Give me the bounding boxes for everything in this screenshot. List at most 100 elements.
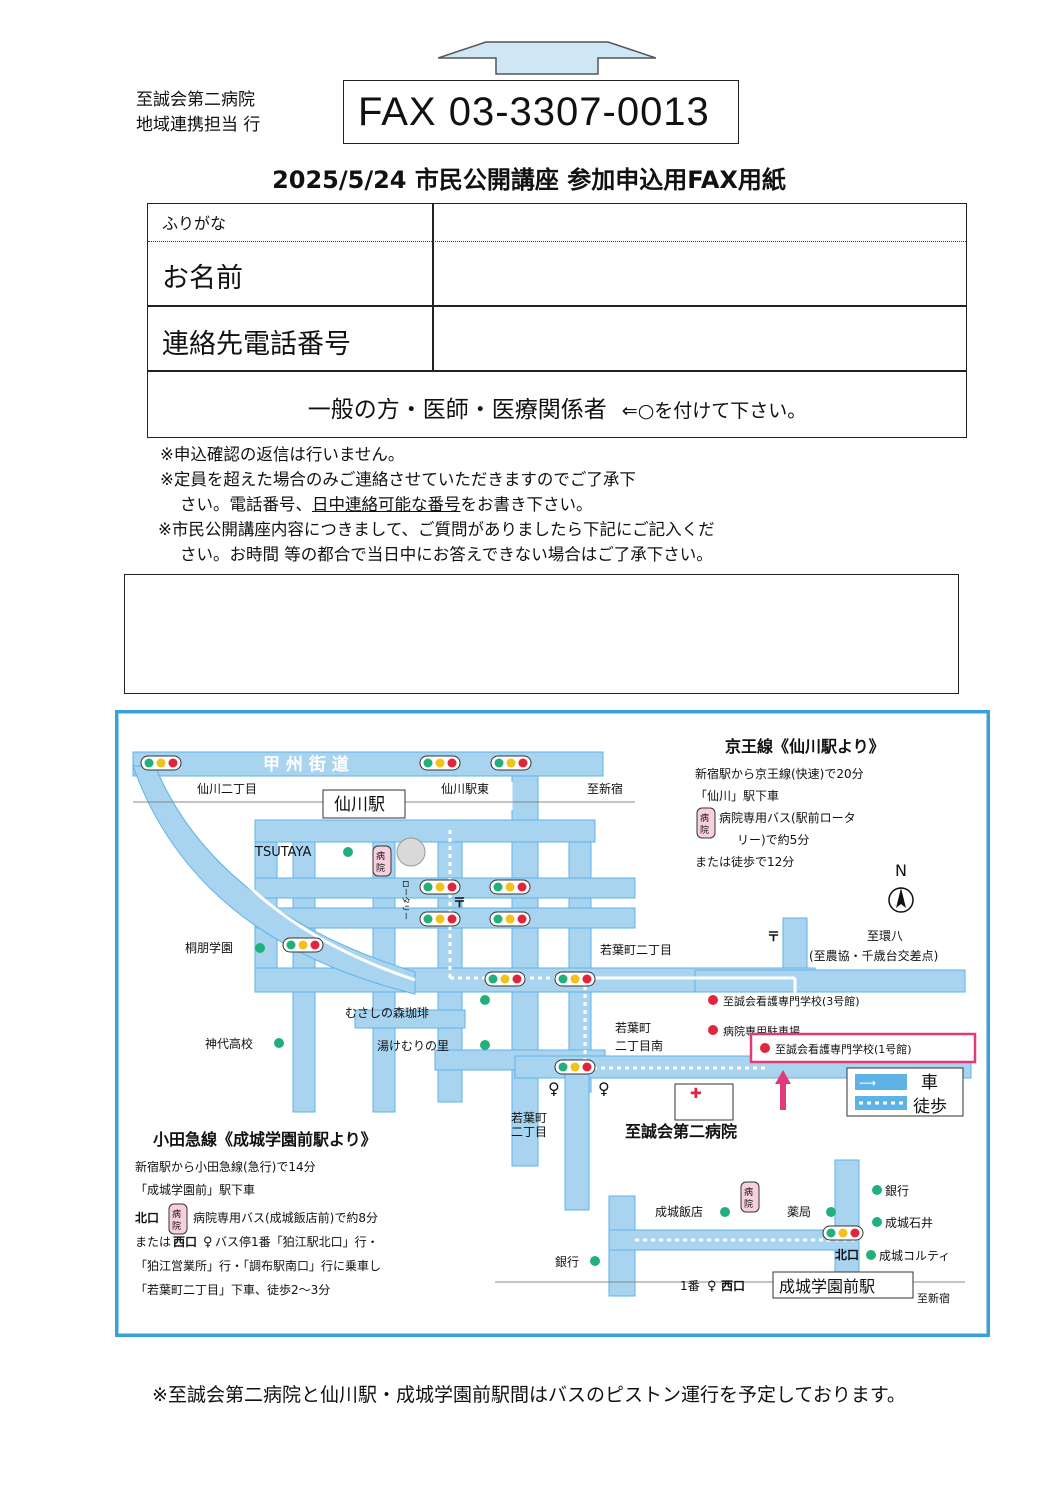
label-sengawa-station: 仙川駅 <box>334 795 385 815</box>
location-marker <box>866 1250 876 1260</box>
odakyu-title: 小田急線《成城学園前駅より》 <box>153 1130 377 1149</box>
odakyu-line: バス停1番「狛江駅北口」行・ <box>215 1234 379 1249</box>
label-to-kanpachi-sub: (至農協・千歳台交差点) <box>809 948 938 963</box>
access-map: 甲 州 街 道 仙川二丁目 仙川駅 仙川駅東 至新宿 TSUTAYA ロータリー… <box>115 710 990 1337</box>
label-seijo-hanten: 成城飯店 <box>655 1204 703 1219</box>
footer-note: ※至誠会第二病院と仙川駅・成城学園前駅間はバスのピストン運行を予定しております。 <box>152 1384 906 1406</box>
question-input-box[interactable] <box>124 574 959 694</box>
highlight-box <box>749 1032 977 1064</box>
label-hospital: 至誠会第二病院 <box>625 1122 737 1141</box>
keio-line: 「仙川」駅下車 <box>695 789 779 803</box>
odakyu-line: 「成城学園前」駅下車 <box>135 1182 255 1197</box>
location-marker <box>274 1038 284 1048</box>
furigana-field[interactable] <box>434 204 964 240</box>
phone-field[interactable] <box>434 307 964 369</box>
location-marker <box>826 1207 836 1217</box>
location-marker <box>708 995 718 1005</box>
label-kitaguchi: 北口 <box>835 1247 859 1262</box>
label-musashi-cafe: むさしの森珈琲 <box>345 1005 429 1020</box>
label-sengawa-2chome: 仙川二丁目 <box>197 782 257 796</box>
bus-stop-icon: ♀ <box>548 1079 560 1098</box>
location-marker <box>590 1256 600 1266</box>
rotary-icon <box>396 837 426 867</box>
label-pharmacy: 薬局 <box>787 1205 811 1219</box>
station-box <box>772 1271 914 1299</box>
north-label: N <box>895 861 907 880</box>
location-marker <box>760 1043 770 1053</box>
label-wakaba-south-2: 二丁目南 <box>615 1038 663 1053</box>
label-nurse-school-1: 至誠会看護専門学校(1号館) <box>775 1042 912 1056</box>
label-seijo-station: 成城学園前駅 <box>779 1277 875 1296</box>
note-underlined: 日中連絡可能な番号 <box>312 495 461 514</box>
bus-stop-icon: ♀ <box>707 1279 717 1294</box>
odakyu-line: 新宿駅から小田急線(急行)で14分 <box>135 1159 316 1174</box>
label-to-shinjuku: 至新宿 <box>587 781 623 796</box>
bus-icon-text: 病 <box>744 1186 753 1198</box>
label-jindai: 神代高校 <box>205 1036 253 1051</box>
legend-walk-swatch <box>855 1096 907 1110</box>
post-office-icon: 〒 <box>767 930 780 945</box>
red-cross-icon: ✚ <box>690 1086 702 1102</box>
location-marker <box>872 1217 882 1227</box>
post-office-icon: 〒 <box>453 896 466 911</box>
odakyu-kitaguchi: 北口 <box>135 1210 159 1225</box>
keio-line: 病院専用バス(駅前ロータ <box>719 810 856 825</box>
traffic-signals <box>140 755 864 1241</box>
odakyu-line: 「若葉町二丁目」下車、徒歩2〜3分 <box>135 1282 330 1297</box>
location-marker <box>872 1185 882 1195</box>
highlight-arrow-icon <box>775 1070 791 1110</box>
name-field[interactable] <box>434 243 964 305</box>
page-title: 2025/5/24 市民公開講座 参加申込用FAX用紙 <box>272 166 786 194</box>
location-marker <box>480 1040 490 1050</box>
arrow-right-icon: ⟶ <box>859 1076 876 1090</box>
road-label-koshu: 甲 州 街 道 <box>263 754 349 775</box>
label-seijo-ishii: 成城石井 <box>885 1216 933 1230</box>
location-marker <box>343 847 353 857</box>
addressee-hospital: 至誠会第二病院 <box>136 90 255 110</box>
row-divider <box>148 305 966 307</box>
bus-icon-text: 院 <box>172 1220 181 1232</box>
location-marker <box>255 943 265 953</box>
furigana-label: ふりがな <box>162 214 227 233</box>
bus-icon-text: 病 <box>700 812 709 824</box>
note-text: をお書き下さい。 <box>460 495 593 514</box>
notes: ※申込確認の返信は行いません。 ※定員を超えた場合のみご連絡させていただきますの… <box>158 442 715 567</box>
addressee: 至誠会第二病院 地域連携担当 行 <box>136 88 260 138</box>
fax-number: FAX 03-3307-0013 <box>343 80 739 144</box>
keio-line: 新宿駅から京王線(快速)で20分 <box>695 766 864 781</box>
note-line: さい。お時間 等の都合で当日中にお答えできない場合はご了承下さい。 <box>180 545 713 564</box>
phone-label: 連絡先電話番号 <box>162 329 351 360</box>
label-to-shinjuku-2: 至新宿 <box>917 1291 950 1305</box>
category-options: 一般の方・医師・医療関係者 <box>307 397 607 423</box>
addressee-department: 地域連携担当 行 <box>136 115 261 135</box>
category-row[interactable]: 一般の方・医師・医療関係者 ⇐○を付けて下さい。 <box>148 390 966 424</box>
name-label: お名前 <box>162 263 243 294</box>
label-stop-1: 1番 <box>680 1279 700 1293</box>
odakyu-nishiguchi: 西口 <box>173 1235 197 1249</box>
note-line: さい。電話番号、日中連絡可能な番号をお書き下さい。 <box>160 492 715 517</box>
up-arrow-icon <box>438 41 656 75</box>
bus-icon-text: 院 <box>744 1198 753 1210</box>
label-tsutaya: TSUTAYA <box>254 845 311 860</box>
note-line: ※定員を超えた場合のみご連絡させていただきますのでご了承下 <box>160 470 636 489</box>
label-toho-gakuen: 桐朋学園 <box>185 940 233 955</box>
keio-title: 京王線《仙川駅より》 <box>725 737 885 756</box>
hospital-building-icon <box>674 1083 734 1121</box>
label-rotary: ロータリー <box>401 880 410 920</box>
label-yukemuri: 湯けむりの里 <box>377 1039 449 1053</box>
bus-icon-text: 病 <box>376 850 385 862</box>
note-line: ※申込確認の返信は行いません。 <box>160 445 405 464</box>
bus-stop-icon: ♀ <box>598 1079 610 1098</box>
odakyu-line: 「狛江営業所」行・「調布駅南口」行に乗車し <box>135 1258 381 1273</box>
station-box <box>322 789 406 819</box>
label-wakaba-south-1: 若葉町 <box>615 1021 651 1035</box>
note-line: ※市民公開講座内容につきまして、ご質問がありましたら下記にご記入くだ <box>158 520 715 539</box>
label-seijo-corty: 成城コルティ <box>879 1249 950 1263</box>
keio-line: リー)で約5分 <box>737 832 809 847</box>
label-bus-stop-2: 二丁目 <box>511 1125 547 1139</box>
bus-stop-icon: 病 院 <box>740 1181 760 1213</box>
label-bank-top: 銀行 <box>885 1184 909 1198</box>
bus-stop-icon: 病 院 <box>168 1203 188 1235</box>
note-text: さい。電話番号、 <box>180 495 312 514</box>
category-hint: ⇐○を付けて下さい。 <box>621 400 807 422</box>
